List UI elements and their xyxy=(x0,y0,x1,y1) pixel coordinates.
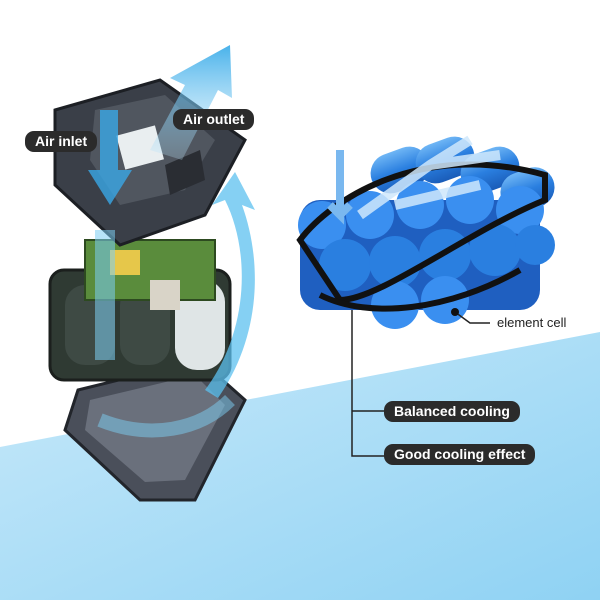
callout-lines xyxy=(351,310,490,457)
air-inlet-label: Air inlet xyxy=(25,131,98,152)
air-inlet-arrow xyxy=(88,110,132,205)
return-flow-arrow xyxy=(205,172,255,398)
blue-background xyxy=(0,332,600,600)
cell-cluster xyxy=(296,135,555,329)
internal-flow-arrow xyxy=(95,230,115,360)
air-outlet-label: Air outlet xyxy=(173,109,255,130)
air-outlet-arrow xyxy=(150,45,232,160)
balanced-cooling-label: Balanced cooling xyxy=(384,401,520,422)
good-cooling-effect-label: Good cooling effect xyxy=(384,444,536,465)
element-cell-label: element cell xyxy=(497,315,567,330)
